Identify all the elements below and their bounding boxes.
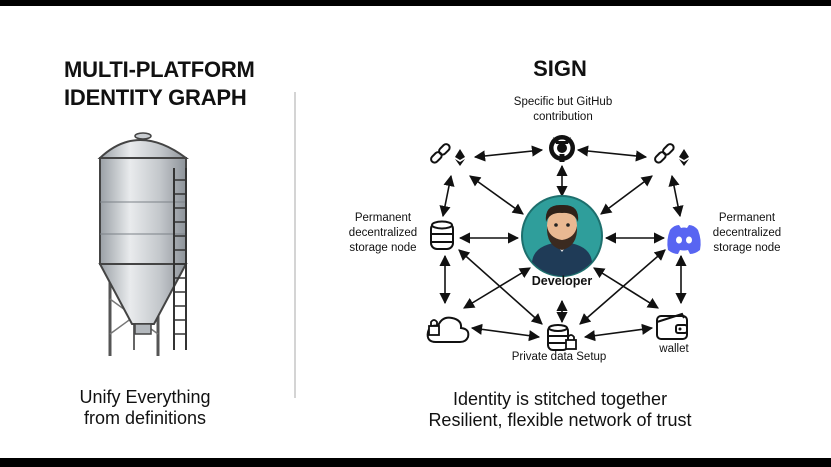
title-line-1: MULTI-PLATFORM: [64, 57, 255, 82]
left-caption: Unify Everything from definitions: [40, 387, 250, 429]
connection-arrows: [439, 145, 687, 342]
slide: MULTI-PLATFORM IDENTITY GRAPH: [0, 6, 831, 458]
locked-database-icon: [547, 324, 577, 351]
right-caption-line-2: Resilient, flexible network of trust: [428, 410, 692, 430]
arrow-developer-cloud: [463, 267, 531, 309]
wallet-icon: [656, 312, 688, 340]
discord-icon: [667, 225, 701, 254]
right-caption-line-1: Identity is stitched together: [452, 389, 668, 409]
github-node-label: Specific but GitHub contribution: [488, 95, 638, 125]
right-caption: Identity is stitched together Resilient,…: [380, 389, 740, 431]
storage-left-line-2: decentralized: [348, 227, 418, 239]
arrow-chain-right-developer: [600, 175, 653, 215]
arrow-chain-left-developer: [469, 175, 524, 215]
private-data-label: Private data Setup: [511, 351, 607, 363]
storage-right-line-1: Permanent: [718, 212, 776, 224]
github-icon: [549, 135, 575, 162]
arrow-chain-left-github: [473, 145, 544, 162]
storage-left-line-1: Permanent: [354, 212, 412, 224]
storage-left-line-3: storage node: [349, 242, 417, 254]
left-caption-line-1: Unify Everything: [79, 387, 211, 407]
arrow-cloud-private: [470, 323, 541, 342]
identity-graph-title: MULTI-PLATFORM IDENTITY GRAPH: [64, 56, 294, 112]
locked-cloud-icon: [426, 316, 470, 343]
title-line-2: IDENTITY GRAPH: [64, 85, 247, 110]
storage-right-line-3: storage node: [713, 242, 781, 254]
sign-title: SIGN: [533, 56, 587, 81]
storage-right-label: Permanent decentralized storage node: [700, 211, 794, 256]
github-label-line-2: contribution: [533, 111, 593, 123]
chain-link-ethereum-icon: [654, 143, 689, 166]
divider: [294, 92, 296, 398]
arrow-wallet-private: [583, 323, 654, 342]
arrow-chain-right-discord: [668, 174, 684, 218]
grain-silo-icon: [97, 132, 190, 356]
left-caption-line-2: from definitions: [83, 408, 207, 428]
database-icon: [430, 220, 454, 250]
storage-left-label: Permanent decentralized storage node: [336, 211, 430, 256]
arrow-developer-wallet: [593, 267, 659, 309]
chain-link-ethereum-icon: [430, 143, 465, 166]
wallet-label: wallet: [659, 343, 689, 355]
developer-avatar-icon: [521, 195, 603, 277]
developer-label: Developer: [531, 274, 593, 288]
trust-network-diagram: [426, 135, 701, 351]
arrow-chain-left-storage: [439, 174, 455, 218]
storage-right-line-2: decentralized: [712, 227, 782, 239]
arrow-github-chain-right: [576, 145, 648, 162]
github-label-line-1: Specific but GitHub: [513, 96, 613, 108]
